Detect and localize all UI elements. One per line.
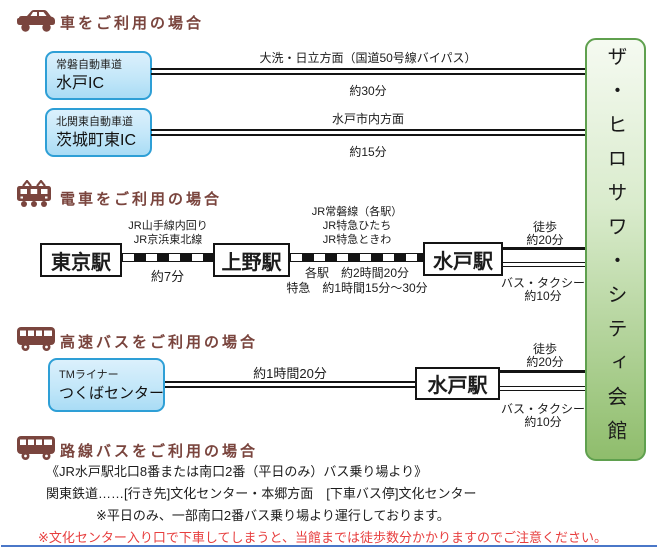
highway-bus-icon [16,326,56,352]
car-section-heading: 車をご利用の場合 [60,15,205,32]
train-leg2-line1-label: JR常磐線（各駅） [311,206,403,218]
ic-box-mito-ic: 常磐自動車道 水戸IC [45,51,152,100]
train-walk-time-label: 約20分 [526,233,564,247]
bus-taxi-label: バス・タクシー [500,402,585,416]
train-leg1-rail-line [122,253,215,262]
train-taxi-line [503,262,585,267]
train-leg1-line1-label: JR山手線内回り [128,220,208,232]
car-route2-time-label: 約15分 [349,145,387,159]
bus-walk-label: 徒歩 [532,342,557,356]
destination-banner: ザ・ヒロサワ・シティ会館 [585,38,646,461]
local-bus-section-heading: 路線バスをご利用の場合 [60,443,259,460]
car-route2-road-line [151,129,585,136]
station-box-mito-bus: 水戸駅 [415,367,500,400]
train-leg1-line2-label: JR京浜東北線 [133,234,203,246]
train-leg1-time-label: 約7分 [150,269,185,284]
local-bus-icon [16,435,56,461]
local-bus-route-note: 関東鉄道……[行き先]文化センター・本郷方面 [下車バス停]文化センター [46,486,477,501]
train-walk-label: 徒歩 [532,220,557,234]
highway-bus-road-line [165,381,415,388]
ic-box-ibarakimachi-higashi-ic: 北関東自動車道 茨城町東IC [45,108,152,157]
car-icon [16,9,56,33]
ic-road-name: 北関東自動車道 [56,116,133,128]
train-taxi-label: バス・タクシー [500,276,585,290]
local-bus-warning-note: ※文化センター入り口で下車してしまうと、当館までは徒歩数分かかりますのでご注意く… [38,530,607,545]
bus-walk-time-label: 約20分 [526,355,564,369]
train-section-heading: 電車をご利用の場合 [60,191,223,208]
station-box-ueno: 上野駅 [213,243,290,277]
train-icon [16,180,52,208]
train-taxi-time-label: 約10分 [524,289,562,303]
car-route1-via-label: 大洗・日立方面（国道50号線バイパス） [259,51,477,65]
train-walk-line [503,247,585,250]
bus-terminal-name: つくばセンター [59,385,165,402]
station-box-mito-train: 水戸駅 [423,242,503,276]
tm-liner-box: TMライナー つくばセンター [48,358,165,412]
ic-name: 茨城町東IC [56,132,137,149]
station-box-tokyo: 東京駅 [40,243,122,277]
highway-bus-section-heading: 高速バスをご利用の場合 [60,334,259,351]
bus-service-name: TMライナー [59,369,119,381]
car-route2-via-label: 水戸市内方面 [331,112,404,126]
train-leg2-rail-line [290,253,425,262]
local-bus-boarding-note: 《JR水戸駅北口8番または南口2番（平日のみ）バス乗り場より》 [46,464,428,479]
car-route1-road-line [151,68,585,75]
train-leg2-time2-label: 特急 約1時間15分～30分 [286,281,428,295]
ic-road-name: 常磐自動車道 [56,59,122,71]
highway-bus-time-label: 約1時間20分 [253,366,327,381]
train-leg2-line2-label: JR特急ひたち [322,220,392,232]
bus-taxi-line [500,386,585,391]
train-leg2-time1-label: 各駅 約2時間20分 [304,266,410,280]
train-leg2-line3-label: JR特急ときわ [322,234,392,246]
bus-walk-line [500,370,585,373]
bottom-divider-line [1,545,657,547]
local-bus-weekday-note: ※平日のみ、一部南口2番バス乗り場より運行しております。 [96,508,450,523]
car-route1-time-label: 約30分 [349,84,387,98]
ic-name: 水戸IC [56,75,105,92]
bus-taxi-time-label: 約10分 [524,415,562,429]
